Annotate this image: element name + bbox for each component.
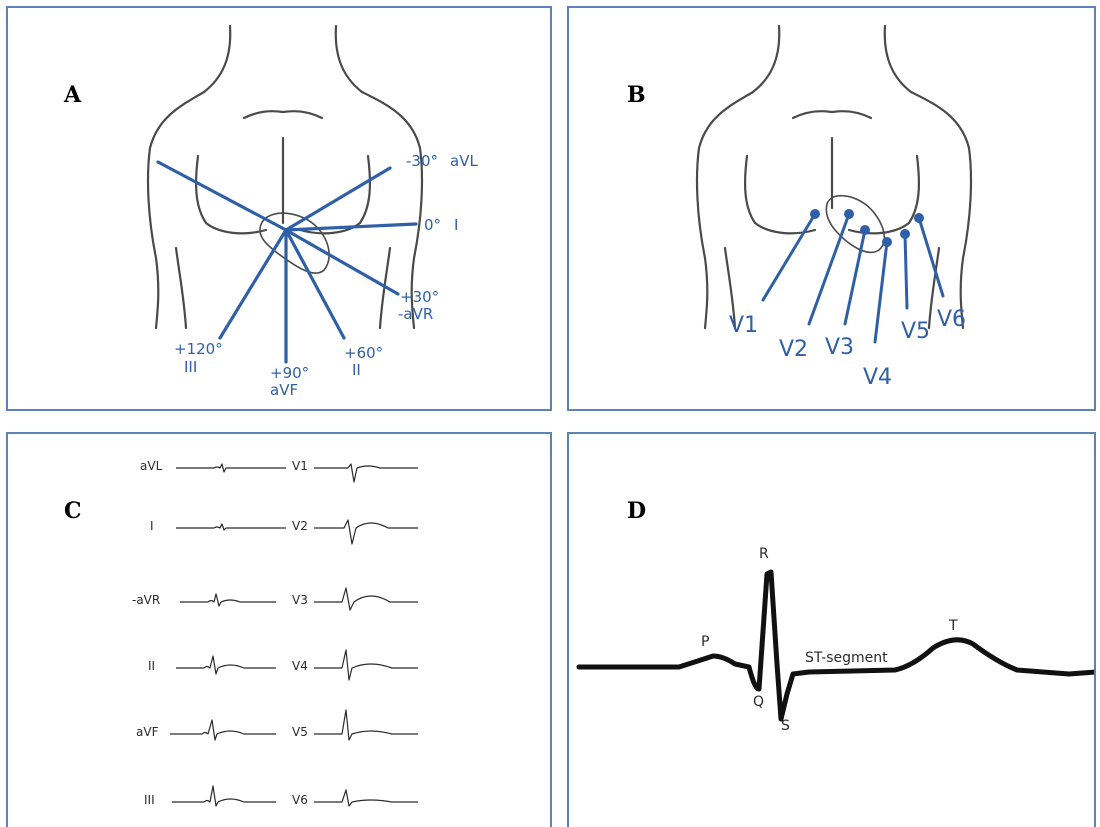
label-iii-name: III	[184, 358, 197, 376]
v6-lead-line	[919, 218, 943, 296]
trace-i	[176, 524, 286, 530]
label-s-wave: S	[781, 718, 790, 734]
lead-axis-labels: -30° aVL 0° I +30° -aVR +60° II +90° aVF…	[174, 152, 478, 399]
label-v3: V3	[825, 335, 854, 360]
left-lead-labels: aVL I -aVR II aVF III	[132, 459, 163, 807]
label-c-v6: V6	[292, 793, 308, 807]
heart-outline-b	[826, 196, 884, 253]
trace-v3	[314, 588, 418, 610]
right-lead-labels: V1 V2 V3 V4 V5 V6	[292, 459, 308, 807]
label-c-v2: V2	[292, 519, 308, 533]
label-i-name: I	[454, 216, 458, 234]
panel-a-figure: -30° aVL 0° I +30° -aVR +60° II +90° aVF…	[8, 8, 552, 411]
trace-ii	[176, 656, 276, 674]
panel-a-limb-lead-axes: A -30° aVL 0°	[6, 6, 552, 411]
panel-b-figure: V1 V2 V3 V4 V5 V6	[569, 8, 1096, 411]
label-minus-avr-name: -aVR	[398, 305, 433, 323]
label-p-wave: P	[701, 634, 709, 650]
label-i-angle: 0°	[424, 216, 441, 234]
label-c-avf: aVF	[136, 725, 159, 739]
v5-electrode	[900, 229, 910, 239]
trace-v4	[314, 650, 418, 680]
label-ii-name: II	[352, 361, 361, 379]
panel-c-figure: aVL I -aVR II aVF III V1 V2 V3 V4 V5 V6	[8, 434, 552, 827]
label-avl-name: aVL	[450, 152, 478, 170]
label-q-wave: Q	[753, 694, 764, 710]
axis-avl-line	[286, 168, 390, 230]
trace-minus-avr	[180, 594, 276, 606]
label-minus-avr-angle: +30°	[400, 288, 439, 306]
label-c-v3: V3	[292, 593, 308, 607]
v3-electrode	[860, 225, 870, 235]
label-v6: V6	[937, 307, 966, 332]
ecg-traces	[170, 464, 418, 806]
trace-v2	[314, 520, 418, 544]
wave-labels: P Q R S T ST-segment	[701, 546, 958, 734]
label-t-wave: T	[948, 618, 958, 634]
label-avl-angle: -30°	[406, 152, 438, 170]
v4-electrode	[882, 237, 892, 247]
label-c-minus-avr: -aVR	[132, 593, 160, 607]
ecg-waveform-line	[579, 572, 1096, 719]
label-avf-angle: +90°	[270, 364, 309, 382]
panel-b-chest-lead-positions: B	[567, 6, 1096, 411]
v5-lead-line	[905, 234, 907, 308]
v3-lead-line	[845, 230, 865, 324]
label-c-avl: aVL	[140, 459, 163, 473]
panel-d-figure: P Q R S T ST-segment	[569, 434, 1096, 827]
torso-outline-b	[697, 26, 971, 328]
label-iii-angle: +120°	[174, 340, 223, 358]
panel-c-ecg-traces: C aVL I -aVR II aVF III V1 V2 V3 V4 V5 V…	[6, 432, 552, 827]
label-v2: V2	[779, 337, 808, 362]
label-v4: V4	[863, 365, 892, 390]
trace-iii	[172, 786, 276, 806]
label-c-v5: V5	[292, 725, 308, 739]
label-ii-angle: +60°	[344, 344, 383, 362]
label-r-wave: R	[759, 546, 769, 562]
v2-electrode	[844, 209, 854, 219]
label-st-segment: ST-segment	[805, 650, 888, 666]
label-v5: V5	[901, 319, 930, 344]
label-c-v4: V4	[292, 659, 308, 673]
v4-lead-line	[875, 242, 887, 342]
axis-iii-line	[220, 230, 286, 338]
v1-lead-line	[763, 214, 815, 300]
trace-avl	[176, 464, 286, 472]
label-c-v1: V1	[292, 459, 308, 473]
label-avf-name: aVF	[270, 381, 298, 399]
trace-v1	[314, 464, 418, 482]
label-c-ii: II	[148, 659, 155, 673]
label-v1: V1	[729, 313, 758, 338]
axis-avr-negative-line	[158, 162, 286, 230]
panel-d-ecg-waveform: D P Q R S T ST-segment	[567, 432, 1096, 827]
v1-electrode	[810, 209, 820, 219]
trace-avf	[170, 720, 276, 740]
v6-electrode	[914, 213, 924, 223]
trace-v6	[314, 790, 418, 806]
label-c-i: I	[150, 519, 154, 533]
label-c-iii: III	[144, 793, 155, 807]
trace-v5	[314, 710, 418, 740]
